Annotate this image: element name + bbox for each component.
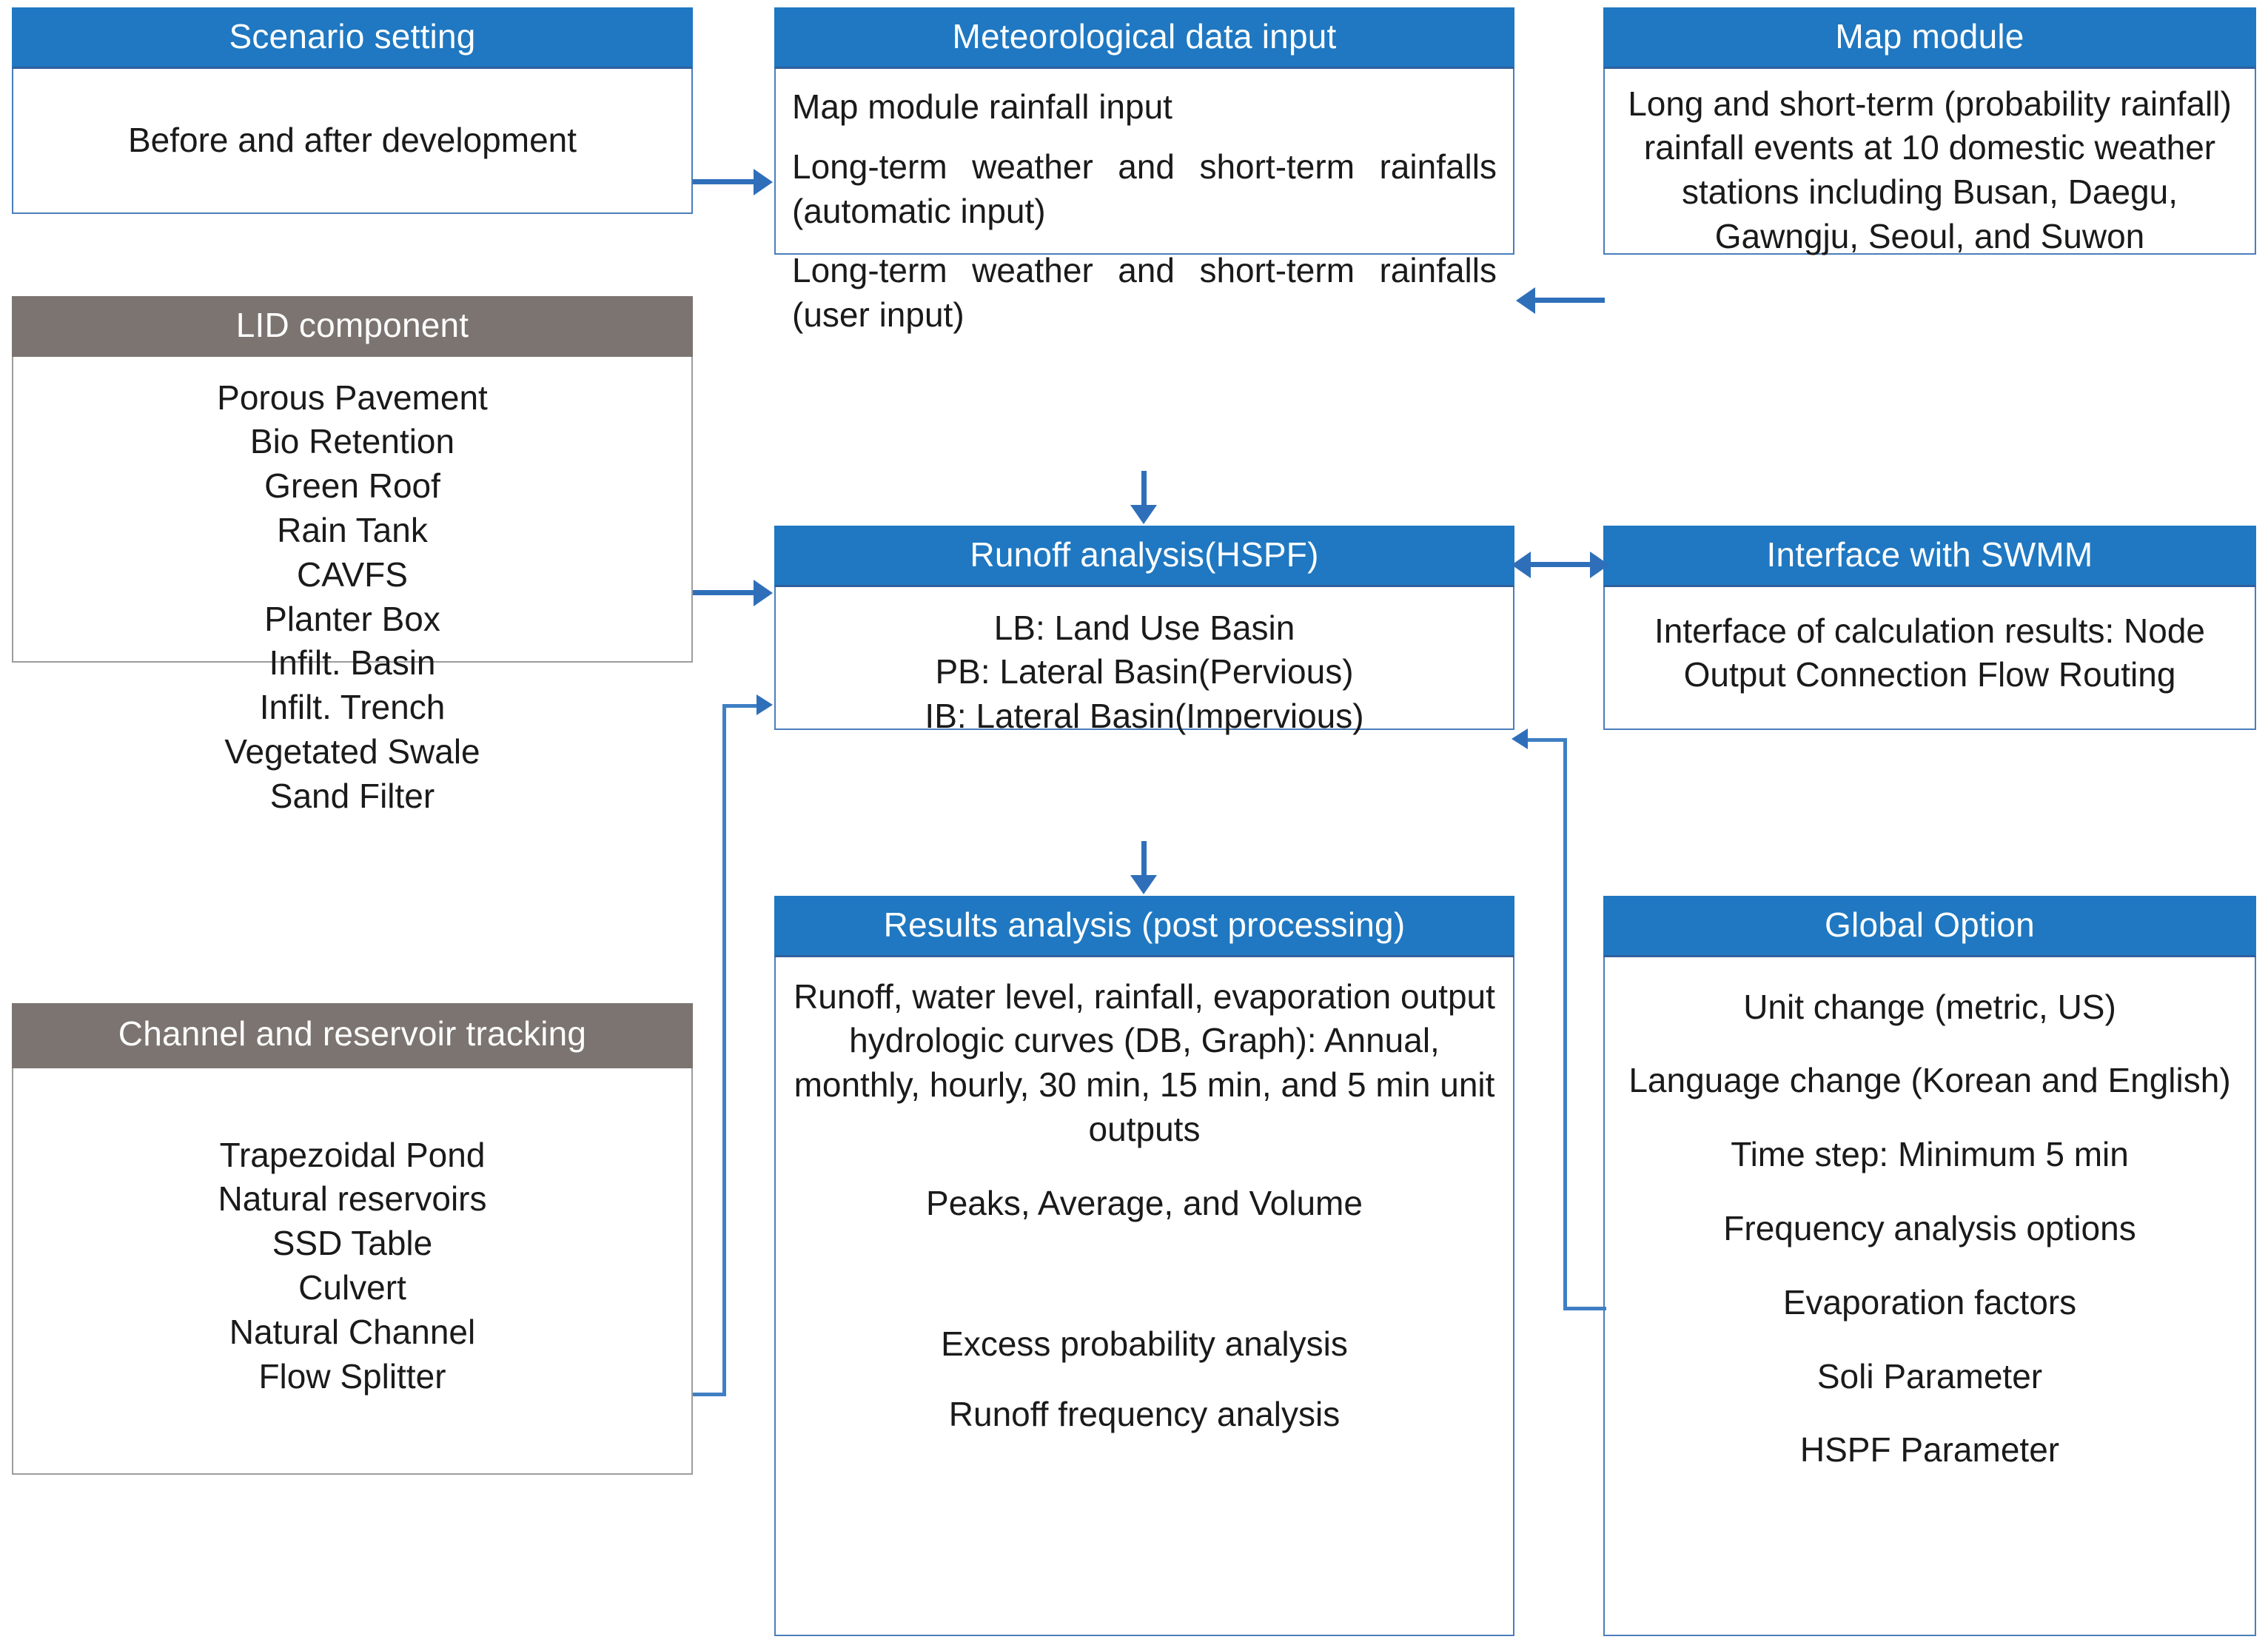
connector-runoff-to-results	[1141, 841, 1147, 878]
meteorological-line-2: Long-term weather and short-term rainfal…	[792, 147, 1497, 231]
runoff-line-1: LB: Land Use Basin	[993, 608, 1295, 647]
arrow-channel-to-runoff-head	[756, 694, 773, 715]
runoff-line-2: PB: Lateral Basin(Pervious)	[935, 652, 1354, 691]
scenario-setting-line-1: Before and after development	[127, 120, 577, 159]
box-scenario-setting: Scenario setting Before and after develo…	[12, 7, 693, 214]
map-module-body: Long and short-term (probability rainfal…	[1603, 68, 2256, 255]
scenario-setting-body: Before and after development	[12, 68, 693, 214]
global-option-item: Time step: Minimum 5 min	[1731, 1135, 2129, 1174]
interface-with-swmm-line-1: Interface of calculation results: Node O…	[1654, 611, 2206, 694]
meteorological-line-3: Long-term weather and short-term rainfal…	[792, 250, 1497, 334]
lid-item: Planter Box	[264, 599, 440, 638]
lid-component-title: LID component	[12, 296, 693, 357]
interface-with-swmm-title: Interface with SWMM	[1603, 526, 2256, 587]
runoff-analysis-title: Runoff analysis(HSPF)	[774, 526, 1514, 587]
connector-map-module-to-meteorological	[1535, 298, 1605, 303]
lid-item: Infilt. Trench	[259, 688, 446, 727]
lid-item: Bio Retention	[249, 422, 455, 461]
channel-item: Culvert	[298, 1267, 406, 1307]
meteorological-line-1: Map module rainfall input	[792, 87, 1172, 126]
arrow-runoff-swmm-left-head	[1512, 552, 1531, 578]
channel-item: Natural Channel	[229, 1312, 476, 1351]
connector-lid-to-runoff	[693, 590, 756, 595]
lid-item: CAVFS	[297, 555, 408, 594]
lid-item: Vegetated Swale	[224, 731, 480, 771]
global-option-item: Language change (Korean and English)	[1628, 1061, 2231, 1100]
runoff-line-3: IB: Lateral Basin(Impervious)	[925, 697, 1364, 736]
global-option-item: Unit change (metric, US)	[1743, 987, 2116, 1026]
results-line-2: Peaks, Average, and Volume	[926, 1183, 1363, 1222]
box-global-option: Global Option Unit change (metric, US) L…	[1603, 896, 2256, 1636]
meteorological-data-input-body: Map module rainfall input Long-term weat…	[774, 68, 1514, 334]
lid-component-body: Porous Pavement Bio Retention Green Roof…	[12, 356, 693, 815]
connector-runoff-swmm-bidirectional	[1528, 562, 1605, 567]
results-line-1: Runoff, water level, rainfall, evaporati…	[794, 977, 1495, 1148]
channel-and-reservoir-tracking-title: Channel and reservoir tracking	[12, 1003, 693, 1068]
connector-meteorological-to-runoff	[1141, 471, 1147, 508]
channel-item: Trapezoidal Pond	[219, 1135, 486, 1174]
interface-with-swmm-body: Interface of calculation results: Node O…	[1603, 586, 2256, 730]
results-line-3: Excess probability analysis	[941, 1324, 1348, 1363]
results-analysis-body: Runoff, water level, rainfall, evaporati…	[774, 957, 1514, 1636]
global-option-body: Unit change (metric, US) Language change…	[1603, 957, 2256, 1636]
lid-item: Rain Tank	[277, 510, 428, 549]
connector-channel-to-runoff-seg-2	[722, 704, 726, 1396]
box-runoff-analysis-hspf: Runoff analysis(HSPF) LB: Land Use Basin…	[774, 526, 1514, 735]
connector-global-option-to-runoff-seg-1	[1563, 1307, 1606, 1310]
arrow-map-module-to-meteorological-head	[1516, 287, 1535, 314]
box-meteorological-data-input: Meteorological data input Map module rai…	[774, 7, 1514, 334]
lid-item: Porous Pavement	[217, 378, 488, 417]
channel-item: Natural reservoirs	[218, 1179, 487, 1219]
arrow-scenario-to-meteorological-head	[754, 169, 773, 195]
arrow-lid-to-runoff-head	[754, 580, 773, 606]
box-interface-with-swmm: Interface with SWMM Interface of calcula…	[1603, 526, 2256, 730]
global-option-item: HSPF Parameter	[1799, 1430, 2060, 1470]
channel-item: SSD Table	[272, 1224, 433, 1263]
box-lid-component: LID component Porous Pavement Bio Retent…	[12, 296, 693, 815]
runoff-analysis-body: LB: Land Use Basin PB: Lateral Basin(Per…	[774, 586, 1514, 735]
scenario-setting-title: Scenario setting	[12, 7, 693, 69]
results-analysis-title: Results analysis (post processing)	[774, 896, 1514, 957]
box-map-module: Map module Long and short-term (probabil…	[1603, 7, 2256, 255]
connector-channel-to-runoff-seg-3	[722, 704, 761, 708]
map-module-title: Map module	[1603, 7, 2256, 69]
results-line-4: Runoff frequency analysis	[948, 1395, 1341, 1434]
connector-global-option-to-runoff-seg-2	[1563, 738, 1567, 1310]
map-module-line-1: Long and short-term (probability rainfal…	[1628, 84, 2232, 255]
global-option-item: Frequency analysis options	[1723, 1208, 2136, 1247]
connector-global-option-to-runoff-seg-3	[1528, 738, 1566, 742]
arrow-global-option-to-runoff-head	[1512, 728, 1528, 749]
channel-item: Flow Splitter	[258, 1356, 446, 1396]
lid-item: Green Roof	[264, 466, 440, 506]
channel-title-text: Channel and reservoir tracking	[118, 1014, 587, 1053]
global-option-title: Global Option	[1603, 896, 2256, 957]
connector-channel-to-runoff-seg-1	[693, 1393, 726, 1396]
box-channel-and-reservoir-tracking: Channel and reservoir tracking Trapezoid…	[12, 1003, 693, 1475]
channel-and-reservoir-tracking-body: Trapezoidal Pond Natural reservoirs SSD …	[12, 1068, 693, 1475]
box-results-analysis: Results analysis (post processing) Runof…	[774, 896, 1514, 1636]
global-option-item: Soli Parameter	[1816, 1356, 2043, 1396]
arrow-runoff-to-results-head	[1130, 875, 1157, 894]
arrow-meteorological-to-runoff-head	[1130, 505, 1157, 524]
lid-item: Sand Filter	[269, 776, 435, 815]
connector-scenario-to-meteorological	[693, 179, 756, 184]
global-option-item: Evaporation factors	[1782, 1282, 2077, 1322]
meteorological-data-input-title: Meteorological data input	[774, 7, 1514, 69]
arrow-runoff-swmm-right-head	[1590, 552, 1609, 578]
lid-item: Infilt. Basin	[269, 643, 436, 683]
